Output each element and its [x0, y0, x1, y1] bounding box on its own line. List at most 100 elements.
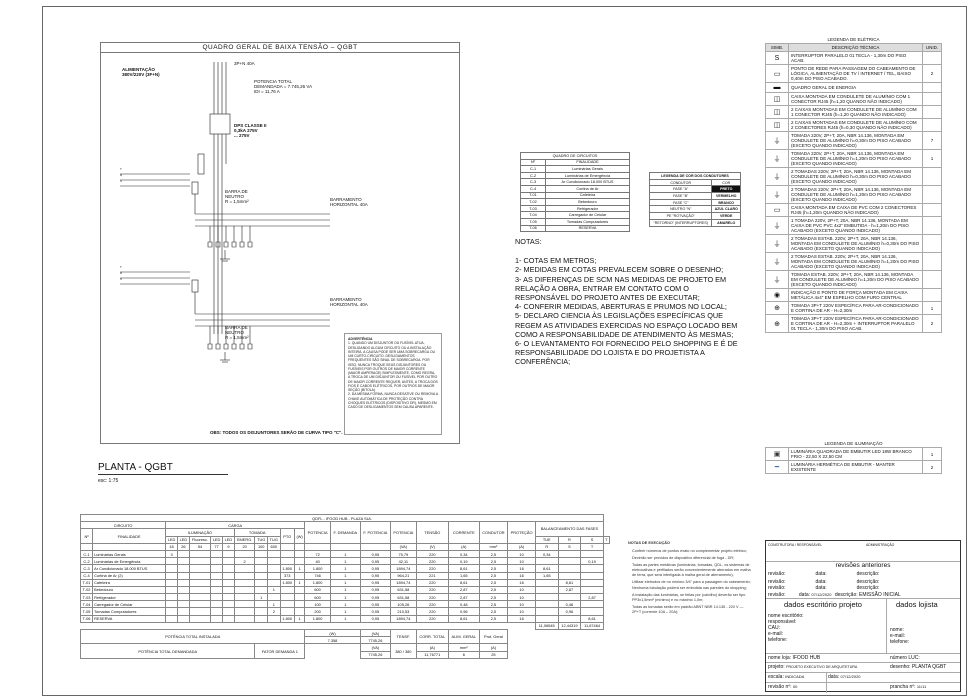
lc-cell-condutor: "RETORNO" (INTERRUPTORES) — [648, 218, 713, 227]
cargas-cell: 1.800 — [304, 614, 331, 623]
qcargas-h-iluminacao: ILUMINAÇÃO — [165, 528, 235, 537]
tb-escritorio-fields: nome escritório: responsável: CAU: e-mai… — [768, 613, 804, 643]
cargas-cell — [535, 585, 559, 595]
execucao-item: A instalação das luminárias, se feitas p… — [632, 593, 746, 603]
tb-rev-row: revisão:data:descrição: — [768, 571, 879, 577]
le-row: ⏚1 TOMADA 220V, 2P+T, 20A, NBR 14.136, M… — [765, 216, 942, 235]
title-block: CONSTRUTORA / RESPONSÁVEL ADMINISTRAÇÃO … — [765, 540, 961, 693]
le-unid — [922, 203, 942, 217]
sum-w-label: (W) — [304, 628, 361, 638]
li-row: ▣LUMINÁRIA QUADRADA DE EMBUTIR LED 18W B… — [765, 447, 942, 461]
qc-cell-n: T-01 — [520, 191, 546, 200]
qcargas-unit — [329, 542, 361, 551]
cargas-cell: 1.800 — [304, 564, 331, 573]
svg-text:R: R — [120, 271, 123, 275]
cargas-cell — [210, 578, 223, 587]
lc-cell-cor: BRANCO — [711, 198, 741, 207]
le-unid: 1 — [922, 149, 942, 168]
qcargas-title: QDFL - IFOOD HUB - PLAZA SUL — [80, 513, 604, 523]
qcargas-unit: (A) — [507, 542, 537, 551]
cargas-cell — [221, 557, 235, 566]
le-desc: 2 CAIXAS MONTADAS EM CONDULETE DE ALUMÍN… — [788, 105, 923, 119]
lc-row: FASE "C"BRANCO — [648, 198, 741, 207]
qcargas-watt: 26 — [176, 542, 190, 551]
le-header-simb: SIMB. — [765, 43, 789, 52]
cargas-cell: 1 — [254, 593, 268, 602]
tb-rev-last-label: revisão: — [768, 592, 786, 598]
cargas-cell: 600 — [304, 593, 331, 602]
cargas-cell — [188, 549, 212, 559]
cargas-cell: 100 — [304, 600, 331, 609]
nota-item: 1- COTAS EM METROS; — [515, 256, 597, 266]
cargas-cell: Refrigerador — [92, 593, 167, 602]
tb-nome-escritorio: nome escritório: — [768, 613, 804, 619]
cargas-cell — [293, 585, 306, 595]
qcargas-unit: mm² — [478, 542, 509, 551]
cargas-cell: Bebedouro — [92, 585, 167, 595]
cargas-cell: 1 — [267, 600, 281, 609]
qcargas-h-circuito: CIRCUITO — [79, 521, 167, 530]
cargas-cell: 8,61 — [557, 578, 582, 587]
cargas-cell: C-1 — [79, 549, 94, 559]
cargas-cell: 0,48 — [557, 600, 582, 609]
qcargas-subheader: EMERG. — [233, 535, 256, 544]
nota-item: 5- DECLARO CIENCIA ÀS LEGISLAÇÕES ESPECÍ… — [515, 311, 738, 339]
qc-cell-n: T-04 — [520, 211, 546, 219]
legend-symbol-icon: ▬ — [765, 82, 789, 93]
execucao-item: Nenhuma tubulação poderá ser embutida na… — [632, 586, 747, 591]
cargas-cell: Ar Condicionado 18.000 BTUS — [92, 564, 167, 573]
qc-cell-finalidade: RESERVA — [545, 224, 630, 233]
tb-telefone: telefone: — [768, 637, 788, 643]
qcargas-subheader: Fluoresc. — [188, 535, 212, 544]
cargas-cell — [176, 549, 190, 559]
tb-lojista-title: dados lojista — [896, 600, 938, 609]
legend-symbol-icon: ⏚ — [765, 234, 789, 253]
legend-symbol-icon: ⊕ — [765, 314, 789, 333]
cargas-cell: 0,95 — [359, 593, 392, 602]
cargas-cell — [233, 614, 256, 623]
cargas-cell — [188, 571, 212, 580]
cargas-cell: 0,95 — [359, 578, 392, 587]
tb-loja: nome loja: IFOOD HUB — [768, 655, 820, 661]
tb-prancha: prancha nº: 11/11 — [890, 684, 926, 690]
cargas-cell — [221, 585, 235, 595]
qcargas-h-w: (W) — [293, 528, 306, 544]
qcargas-subheader: LED — [176, 535, 190, 544]
cargas-cell — [254, 600, 268, 609]
cargas-cell: 1 — [329, 600, 361, 609]
tb-loja-label: nome loja: — [768, 655, 792, 661]
disjuntor-label: DPS CLASSE II 0,3kA 275V ... 275V — [234, 123, 267, 138]
cargas-cell — [557, 557, 582, 566]
qcargas-blank — [92, 542, 167, 551]
cargas-cell: 2,5 — [478, 557, 509, 566]
le-desc: PONTO DE REDE PARA PASSAGEM DO CABEAMENT… — [788, 64, 923, 83]
le-desc: TOMADA 220V, 2P+T, 20A, NBR 14.136, MONT… — [788, 131, 923, 150]
tb-numero-luc: número LUC: — [890, 655, 920, 661]
prot: 25 — [478, 650, 509, 659]
cargas-cell — [254, 585, 268, 595]
le-desc: TOMADA 220V, 2P+T, 20A, NBR 14.136, MONT… — [788, 149, 923, 168]
cargas-cell — [221, 578, 235, 587]
cargas-cell — [293, 549, 306, 559]
cargas-cell: 220 — [415, 578, 449, 587]
drawing-sheet-border — [42, 6, 967, 696]
cargas-cell: C-3 — [79, 564, 94, 573]
qc-cell-finalidade: Tomadas Computadores — [545, 217, 630, 226]
le-unid — [922, 252, 942, 271]
cargas-cell: 220 — [415, 585, 449, 595]
qc-cell-finalidade: Ar Condicionado 18.000 BTUS — [545, 178, 630, 186]
li-unid: 1 — [922, 447, 942, 461]
cargas-cell: 220 — [415, 557, 449, 566]
tb-email2: e-mail: — [890, 633, 906, 639]
cargas-cell — [254, 571, 268, 580]
pot-dem-label: POTÊNCIA TOTAL DEMANDADA — [79, 643, 256, 659]
cargas-cell: 1 — [329, 571, 361, 580]
le-row: ◉INDICAÇÃO E PONTO DE FORÇA MONTADA EM C… — [765, 288, 942, 302]
le-desc: 1 TOMADA 220V, 2P+T, 20A, NBR 14.136, MO… — [788, 216, 923, 235]
